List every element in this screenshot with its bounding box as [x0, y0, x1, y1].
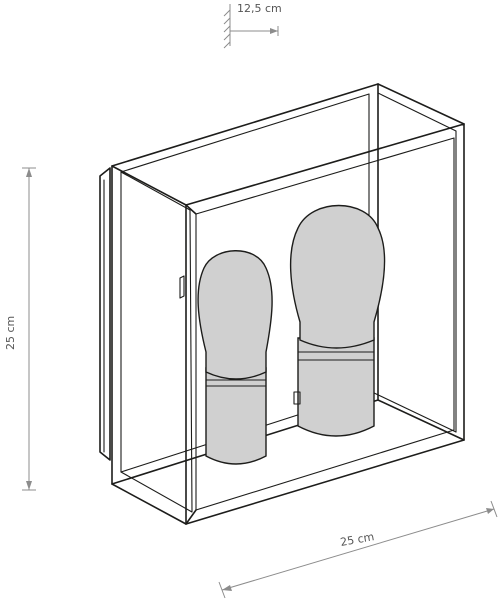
top-edges	[111, 83, 465, 211]
height-arrow-head-bottom	[26, 481, 32, 490]
width-dimension: 25 cm	[218, 500, 498, 599]
side-posts	[189, 130, 457, 513]
height-arrow-head-top	[26, 168, 32, 177]
switch-knob	[293, 391, 301, 405]
front-frame	[185, 123, 465, 525]
depth-arrow-head	[270, 28, 278, 34]
wall-hatch	[223, 9, 231, 49]
width-arrow-line	[221, 508, 495, 591]
height-label: 25 cm	[4, 316, 17, 350]
width-arrow-head-right	[486, 508, 494, 514]
back-plate	[99, 167, 111, 461]
mount-tab	[179, 275, 185, 299]
bulb-left	[197, 250, 273, 465]
depth-dimension: 12,5 cm	[223, 2, 282, 49]
width-label: 25 cm	[339, 530, 375, 549]
height-dimension: 25 cm	[4, 167, 36, 491]
depth-label: 12,5 cm	[237, 2, 282, 15]
width-arrow-head-left	[222, 585, 232, 591]
bulb-right	[289, 204, 386, 437]
bottom-edges	[111, 391, 465, 525]
